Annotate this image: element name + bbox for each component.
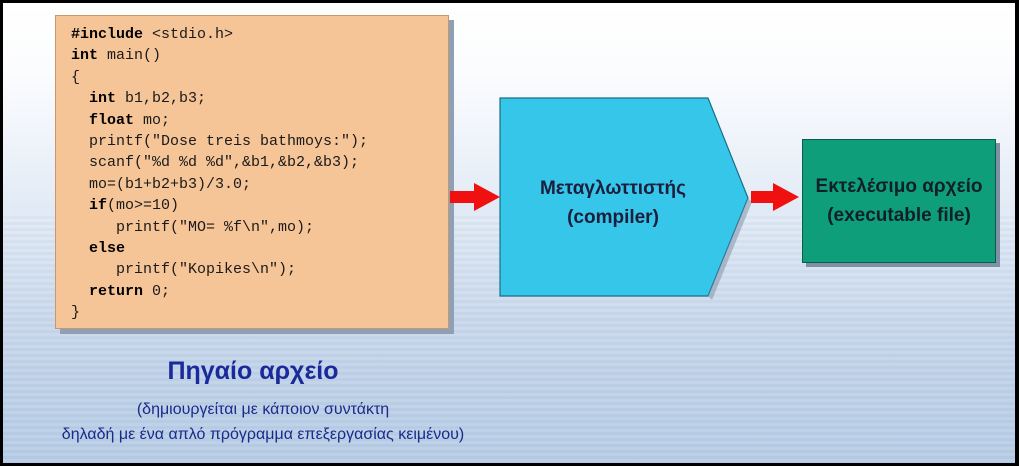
code-line: float mo; <box>71 110 448 131</box>
arrow-compiler-to-executable <box>751 183 799 211</box>
code-line: return 0; <box>71 281 448 302</box>
code-line: mo=(b1+b2+b3)/3.0; <box>71 174 448 195</box>
source-file-subtitle-line2: δηλαδή με ένα απλό πρόγραμμα επεξεργασία… <box>61 426 465 443</box>
compiler-label-english: (compiler) <box>567 207 659 228</box>
code-text: printf("Kopikes\n"); <box>71 261 297 279</box>
executable-label-greek: Εκτελέσιμο αρχείο <box>815 176 983 197</box>
code-text: } <box>71 304 81 322</box>
code-line: int b1,b2,b3; <box>71 88 448 109</box>
executable-label-english: (executable file) <box>827 205 971 226</box>
code-text: printf("Dose treis bathmoys:"); <box>71 132 369 150</box>
arrow-code-to-compiler <box>450 183 500 211</box>
code-text: { <box>71 68 81 86</box>
code-keyword: else <box>71 239 126 257</box>
code-keyword: if <box>71 197 108 215</box>
code-line: { <box>71 67 448 88</box>
compiler-label: Μεταγλωττιστής (compiler) <box>508 174 718 232</box>
executable-label: Εκτελέσιμο αρχείο (executable file) <box>803 172 995 230</box>
code-line: printf("Kopikes\n"); <box>71 259 448 280</box>
source-file-title: Πηγαίο αρχείο <box>167 357 339 385</box>
code-text: mo=(b1+b2+b3)/3.0; <box>71 175 252 193</box>
code-line: int main() <box>71 45 448 66</box>
code-keyword: float <box>71 111 135 129</box>
code-text: <stdio.h> <box>143 26 234 43</box>
code-text: main() <box>98 47 162 65</box>
code-keyword: return <box>71 282 144 300</box>
code-line: printf("Dose treis bathmoys:"); <box>71 131 448 152</box>
code-keyword: #include <box>71 26 144 43</box>
code-text: mo; <box>134 111 171 129</box>
code-keyword: int <box>71 47 99 65</box>
diagram-shapes <box>450 97 799 300</box>
source-code-box: #include <stdio.h>int main(){ int b1,b2,… <box>55 15 449 329</box>
compiler-label-greek: Μεταγλωττιστής <box>539 178 687 199</box>
code-line: else <box>71 238 448 259</box>
code-line: scanf("%d %d %d",&b1,&b2,&b3); <box>71 152 448 173</box>
code-line: #include <stdio.h> <box>71 24 448 45</box>
code-text: scanf("%d %d %d",&b1,&b2,&b3); <box>71 154 360 172</box>
code-line: } <box>71 302 448 323</box>
code-line: printf("MO= %f\n",mo); <box>71 217 448 238</box>
code-keyword: int <box>71 90 117 108</box>
code-line: if(mo>=10) <box>71 195 448 216</box>
source-file-subtitle-line1: (δημιουργείται με κάποιον συντάκτη <box>136 401 390 418</box>
slide: #include <stdio.h>int main(){ int b1,b2,… <box>3 3 1015 463</box>
executable-file-box: Εκτελέσιμο αρχείο (executable file) <box>802 139 996 263</box>
code-text: printf("MO= %f\n",mo); <box>71 218 315 236</box>
compiler-shape-shadow <box>708 198 752 300</box>
code-text: (mo>=10) <box>107 197 180 215</box>
code-text: b1,b2,b3; <box>116 90 207 108</box>
code-text: 0; <box>143 282 171 300</box>
